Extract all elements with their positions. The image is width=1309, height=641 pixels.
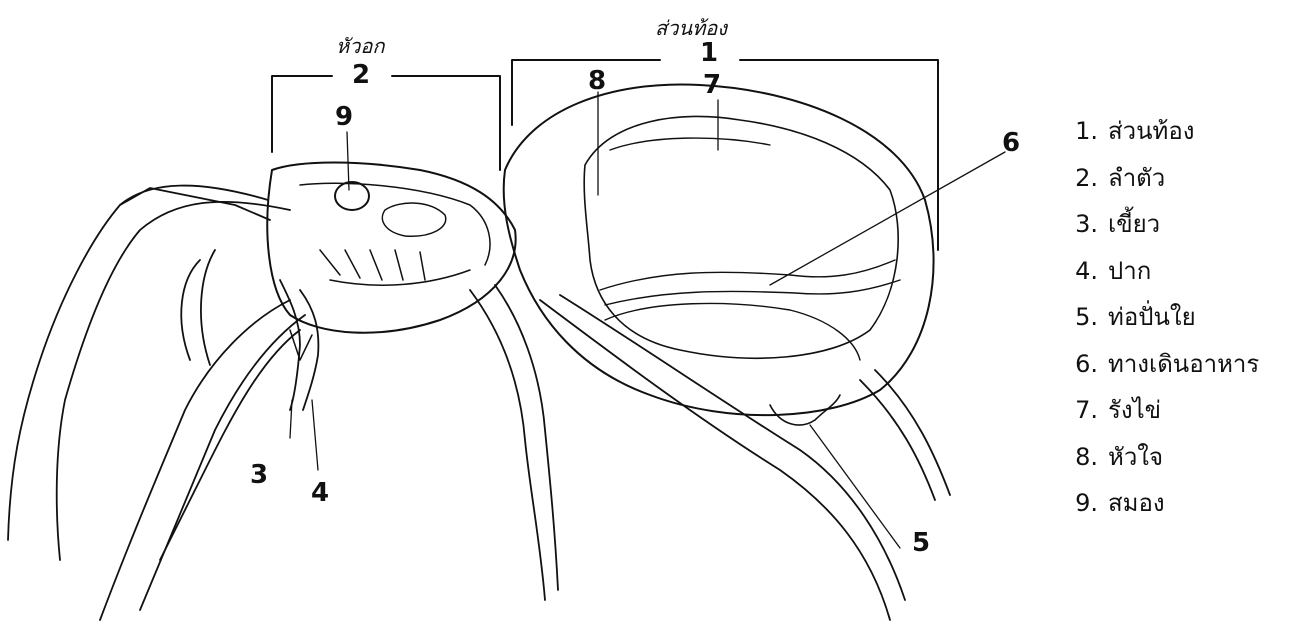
callout-2: 2	[352, 60, 370, 90]
legend: 1.ส่วนท้อง 2.ลำตัว 3.เขี้ยว 4.ปาก 5.ท่อป…	[1062, 108, 1302, 527]
cephalothorax-header: หัวอก	[336, 30, 385, 62]
cephalothorax	[267, 163, 515, 411]
legend-item: 5.ท่อปั่นใย	[1062, 294, 1302, 341]
legend-item: 3.เขี้ยว	[1062, 201, 1302, 248]
legs	[8, 186, 950, 620]
cephalothorax-bracket	[272, 76, 500, 170]
callout-6: 6	[1002, 128, 1020, 158]
legend-item: 1.ส่วนท้อง	[1062, 108, 1302, 155]
callout-8: 8	[588, 66, 606, 96]
brain-shape	[335, 182, 369, 210]
abdomen-bracket	[512, 60, 938, 250]
legend-item: 9.สมอง	[1062, 480, 1302, 527]
legend-item: 4.ปาก	[1062, 248, 1302, 295]
callout-7: 7	[703, 70, 721, 100]
legend-item: 7.รังไข่	[1062, 387, 1302, 434]
legend-item: 2.ลำตัว	[1062, 155, 1302, 202]
callout-4: 4	[311, 478, 329, 508]
legend-item: 8.หัวใจ	[1062, 434, 1302, 481]
callout-3: 3	[250, 460, 268, 490]
legend-item: 6.ทางเดินอาหาร	[1062, 341, 1302, 388]
callout-5: 5	[912, 528, 930, 558]
leader-lines	[290, 92, 1005, 548]
callout-1: 1	[700, 38, 718, 68]
callout-9: 9	[335, 102, 353, 132]
